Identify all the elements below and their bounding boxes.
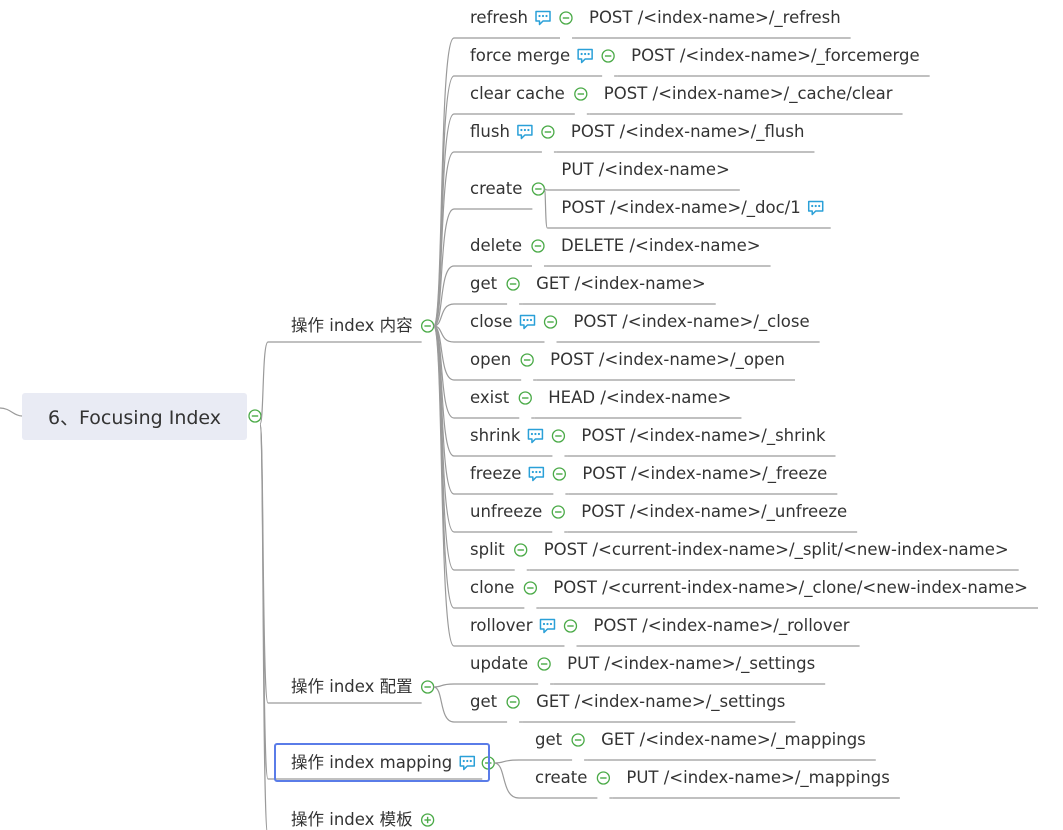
root-topic[interactable]: 6、Focusing Index xyxy=(22,393,247,440)
child-topic-0-6[interactable]: get xyxy=(470,274,498,293)
comment-note-icon[interactable] xyxy=(459,755,476,771)
child-topic-0-15[interactable]: rollover xyxy=(470,616,533,635)
expand-icon[interactable] xyxy=(420,813,435,827)
child-topic-0-10[interactable]: shrink xyxy=(470,426,521,445)
comment-note-icon[interactable] xyxy=(807,200,824,216)
child-topic-1-1[interactable]: get xyxy=(470,692,498,711)
collapse-icon[interactable] xyxy=(506,695,520,709)
endpoint-connector-0-4-1 xyxy=(543,188,548,229)
collapse-icon[interactable] xyxy=(552,467,566,481)
endpoint-0-7-0[interactable]: POST /<index-name>/_close xyxy=(573,312,810,331)
collapse-icon[interactable] xyxy=(531,239,545,253)
child-topic-2-0[interactable]: get xyxy=(535,730,563,749)
endpoint-0-15-0[interactable]: POST /<index-name>/_rollover xyxy=(593,616,850,635)
collapse-icon[interactable] xyxy=(563,619,578,633)
branch-topic-0[interactable]: 操作 index 内容 xyxy=(291,316,413,335)
endpoint-0-13-0[interactable]: POST /<current-index-name>/_split/<new-i… xyxy=(543,540,1009,559)
child-topic-0-2[interactable]: clear cache xyxy=(470,84,565,103)
child-connector-0-6 xyxy=(433,303,455,327)
collapse-icon[interactable] xyxy=(518,391,532,405)
child-topic-0-3[interactable]: flush xyxy=(470,122,510,141)
endpoint-0-6-0[interactable]: GET /<index-name> xyxy=(536,274,706,293)
endpoint-0-1-0[interactable]: POST /<index-name>/_forcemerge xyxy=(631,46,920,65)
endpoint-2-0-0[interactable]: GET /<index-name>/_mappings xyxy=(601,730,866,749)
collapse-icon[interactable] xyxy=(520,353,534,367)
child-topic-0-1[interactable]: force merge xyxy=(470,46,571,65)
endpoint-0-12-0[interactable]: POST /<index-name>/_unfreeze xyxy=(581,502,848,521)
collapse-icon[interactable] xyxy=(248,409,262,423)
child-connector-0-3 xyxy=(433,151,455,327)
collapse-icon[interactable] xyxy=(523,581,538,595)
child-topic-0-9[interactable]: exist xyxy=(470,388,510,407)
endpoint-0-11-0[interactable]: POST /<index-name>/_freeze xyxy=(582,464,828,483)
child-topic-0-12[interactable]: unfreeze xyxy=(470,502,543,521)
collapse-icon[interactable] xyxy=(420,319,435,333)
selected-topic-frame xyxy=(274,743,491,782)
endpoint-1-1-0[interactable]: GET /<index-name>/_settings xyxy=(536,692,786,711)
child-connector-0-5 xyxy=(433,265,455,327)
endpoint-0-4-0[interactable]: PUT /<index-name> xyxy=(561,160,730,179)
child-connector-2-1 xyxy=(494,762,520,799)
collapse-icon[interactable] xyxy=(559,11,573,25)
child-connector-0-15 xyxy=(433,325,455,647)
collapse-icon[interactable] xyxy=(543,315,558,329)
child-topic-2-1[interactable]: create xyxy=(535,768,588,787)
comment-note-icon[interactable] xyxy=(577,48,593,64)
child-topic-0-5[interactable]: delete xyxy=(470,236,522,255)
collapse-icon[interactable] xyxy=(574,87,588,101)
child-topic-0-13[interactable]: split xyxy=(470,540,505,559)
endpoint-0-3-0[interactable]: POST /<index-name>/_flush xyxy=(570,122,805,141)
root-topic-label: 6、Focusing Index xyxy=(47,407,222,429)
collapse-icon[interactable] xyxy=(506,277,520,291)
child-topic-0-4[interactable]: create xyxy=(470,179,523,198)
collapse-icon[interactable] xyxy=(537,657,551,671)
collapse-icon[interactable] xyxy=(551,429,566,443)
collapse-icon[interactable] xyxy=(531,182,546,196)
branch-connector-0 xyxy=(259,341,269,425)
branch-topic-2[interactable]: 操作 index mapping xyxy=(291,753,453,772)
comment-note-icon[interactable] xyxy=(517,124,533,140)
endpoint-0-4-1[interactable]: POST /<index-name>/_doc/1 xyxy=(561,198,801,217)
collapse-icon[interactable] xyxy=(571,733,585,747)
endpoint-0-9-0[interactable]: HEAD /<index-name> xyxy=(548,388,732,407)
child-connector-1-1 xyxy=(433,686,455,723)
child-topic-0-14[interactable]: clone xyxy=(470,578,515,597)
collapse-icon[interactable] xyxy=(514,543,528,557)
collapse-icon[interactable] xyxy=(551,505,565,519)
endpoint-2-1-0[interactable]: PUT /<index-name>/_mappings xyxy=(626,768,890,787)
branch-topic-3[interactable]: 操作 index 模板 xyxy=(291,810,413,829)
endpoint-0-5-0[interactable]: DELETE /<index-name> xyxy=(560,236,761,255)
comment-note-icon[interactable] xyxy=(527,428,544,444)
endpoint-0-14-0[interactable]: POST /<current-index-name>/_clone/<new-i… xyxy=(553,578,1028,597)
comment-note-icon[interactable] xyxy=(519,314,536,330)
endpoint-0-0-0[interactable]: POST /<index-name>/_refresh xyxy=(589,8,841,27)
child-connector-2-0 xyxy=(494,759,520,764)
collapse-icon[interactable] xyxy=(601,49,615,63)
collapse-icon[interactable] xyxy=(420,680,435,694)
child-connector-1-0 xyxy=(433,683,455,688)
comment-note-icon[interactable] xyxy=(535,10,551,26)
endpoint-0-8-0[interactable]: POST /<index-name>/_open xyxy=(550,350,785,369)
child-connector-0-4 xyxy=(433,208,455,327)
child-topic-0-11[interactable]: freeze xyxy=(470,464,522,483)
comment-note-icon[interactable] xyxy=(539,618,556,634)
root-incoming-line xyxy=(0,407,23,417)
branch-topic-1[interactable]: 操作 index 配置 xyxy=(291,677,413,696)
endpoint-1-0-0[interactable]: PUT /<index-name>/_settings xyxy=(567,654,816,673)
collapse-icon[interactable] xyxy=(541,125,555,139)
child-topic-0-7[interactable]: close xyxy=(470,312,513,331)
branch-connector-3 xyxy=(259,423,268,830)
collapse-icon[interactable] xyxy=(596,771,611,785)
child-topic-0-0[interactable]: refresh xyxy=(470,8,529,27)
comment-note-icon[interactable] xyxy=(528,466,545,482)
child-topic-0-8[interactable]: open xyxy=(470,350,512,369)
endpoint-0-2-0[interactable]: POST /<index-name>/_cache/clear xyxy=(603,84,893,103)
child-topic-1-0[interactable]: update xyxy=(470,654,529,673)
endpoint-0-10-0[interactable]: POST /<index-name>/_shrink xyxy=(581,426,826,445)
